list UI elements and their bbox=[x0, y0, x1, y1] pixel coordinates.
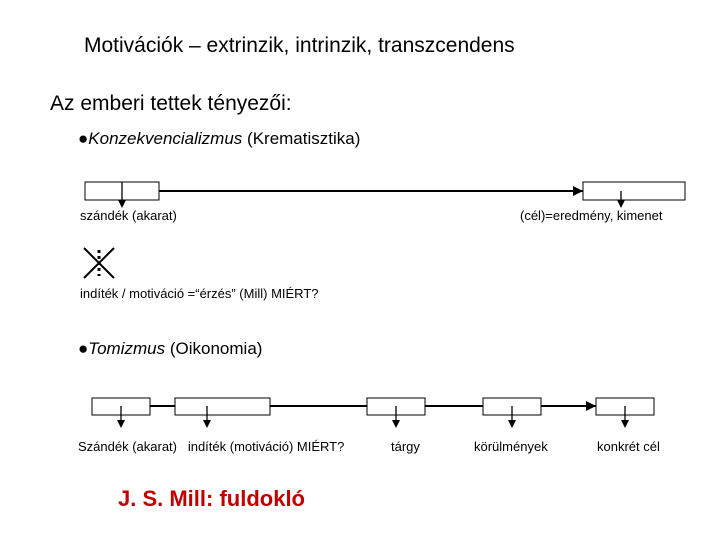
arrowhead-icon bbox=[573, 186, 583, 196]
crossed-out-icon bbox=[83, 247, 115, 279]
arrow-down-icon bbox=[392, 420, 400, 428]
label-intent: szándék (akarat) bbox=[80, 208, 177, 223]
bullet-icon: ● bbox=[78, 129, 89, 148]
label-motive: indíték / motiváció =“érzés” (Mill) MIÉR… bbox=[80, 286, 319, 301]
arrow-down-icon bbox=[118, 200, 126, 208]
section-heading: Az emberi tettek tényezői: bbox=[50, 92, 292, 115]
arrow-down-icon bbox=[508, 420, 516, 428]
arrow-down-icon bbox=[203, 420, 211, 428]
term-konzekvencializmus: Konzekvencializmus bbox=[88, 129, 243, 148]
arrow-down-icon bbox=[621, 420, 629, 428]
label-circumstances: körülmények bbox=[474, 439, 548, 454]
box-result bbox=[582, 181, 686, 201]
footer-caption: J. S. Mill: fuldokló bbox=[118, 486, 305, 511]
label-object: tárgy bbox=[391, 439, 420, 454]
box-motive-2 bbox=[174, 397, 271, 416]
term-paren-krematisztika: (Krematisztika) bbox=[247, 129, 361, 148]
label-result: (cél)=eredmény, kimenet bbox=[520, 208, 663, 223]
arrow-down-icon bbox=[117, 420, 125, 428]
bullet-konzekvencializmus: ●Konzekvencializmus (Krematisztika) bbox=[78, 129, 360, 149]
label-goal: konkrét cél bbox=[597, 439, 660, 454]
arrow-down-icon bbox=[617, 200, 625, 208]
term-paren-oikonomia: (Oikonomia) bbox=[169, 339, 263, 358]
arrowhead-icon bbox=[586, 401, 596, 411]
bullet-icon: ● bbox=[78, 339, 89, 358]
label-intent-motive: Szándék (akarat) indíték (motiváció) MIÉ… bbox=[78, 439, 345, 454]
term-tomizmus: Tomizmus bbox=[88, 339, 166, 358]
bullet-tomizmus: ●Tomizmus (Oikonomia) bbox=[78, 339, 262, 359]
slide-title: Motivációk – extrinzik, intrinzik, trans… bbox=[84, 34, 515, 57]
